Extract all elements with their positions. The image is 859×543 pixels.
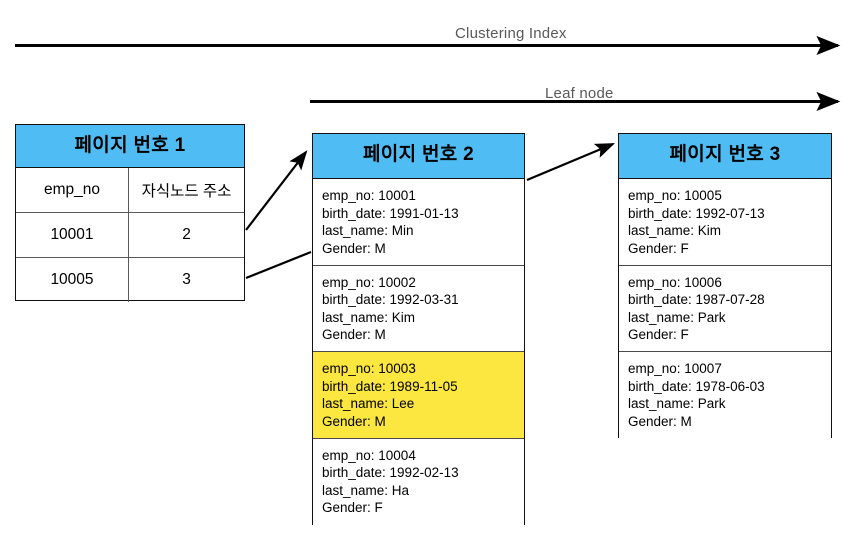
record-last-name: last_name: Park (628, 309, 726, 325)
page-1-header: 페이지 번호 1 (16, 125, 244, 168)
record-row-highlighted[interactable]: emp_no: 10003 birth_date: 1989-11-05 las… (313, 352, 524, 439)
page-3-leaf-node[interactable]: 페이지 번호 3 emp_no: 10005 birth_date: 1992-… (618, 133, 832, 439)
page-3-header: 페이지 번호 3 (619, 134, 831, 179)
record-gender: Gender: F (322, 500, 383, 516)
record-row[interactable]: emp_no: 10002 birth_date: 1992-03-31 las… (313, 265, 524, 352)
cell-emp-no: 10001 (16, 212, 129, 258)
record-birth-date: birth_date: 1989-11-05 (322, 378, 458, 394)
record-row[interactable]: emp_no: 10004 birth_date: 1992-02-13 las… (313, 438, 524, 525)
record-row[interactable]: emp_no: 10007 birth_date: 1978-06-03 las… (619, 352, 831, 439)
index-entry-table: emp_no 자식노드 주소 10001 2 10005 3 (16, 168, 244, 302)
record-row[interactable]: emp_no: 10005 birth_date: 1992-07-13 las… (619, 179, 831, 266)
table-row[interactable]: 10005 3 (16, 257, 244, 302)
record-gender: Gender: M (322, 327, 386, 343)
column-header-child-node-address: 자식노드 주소 (128, 168, 244, 213)
record-last-name: last_name: Min (322, 223, 414, 239)
record-emp-no: emp_no: 10004 (322, 447, 416, 463)
record-emp-no: emp_no: 10002 (322, 274, 416, 290)
pointer-arrow-row1-to-page2 (245, 150, 308, 231)
pointer-arrow-row2-to-page3 (245, 250, 312, 280)
record-emp-no: emp_no: 10006 (628, 274, 722, 290)
record-last-name: last_name: Kim (628, 223, 722, 239)
record-birth-date: birth_date: 1978-06-03 (628, 378, 765, 394)
column-header-emp-no: emp_no (16, 168, 129, 213)
record-emp-no: emp_no: 10007 (628, 361, 722, 376)
cell-emp-no: 10005 (16, 257, 129, 302)
leaf-node-label: Leaf node (545, 85, 614, 102)
page-2-leaf-node[interactable]: 페이지 번호 2 emp_no: 10001 birth_date: 1991-… (312, 133, 525, 525)
record-gender: Gender: M (322, 413, 386, 429)
record-gender: Gender: M (322, 240, 386, 256)
record-gender: Gender: F (628, 327, 689, 343)
cell-child-node-address: 2 (128, 212, 244, 258)
cell-child-node-address: 3 (182, 271, 191, 288)
leaf-chain-arrow-page2-to-page3 (526, 142, 616, 182)
record-last-name: last_name: Ha (322, 482, 410, 498)
table-header-row: emp_no 자식노드 주소 (16, 168, 244, 213)
table-row[interactable]: 10001 2 (16, 212, 244, 258)
record-last-name: last_name: Park (628, 396, 726, 412)
record-birth-date: birth_date: 1992-07-13 (628, 205, 765, 221)
clustering-index-label: Clustering Index (455, 25, 567, 42)
page-2-header: 페이지 번호 2 (313, 134, 524, 179)
record-birth-date: birth_date: 1992-03-31 (322, 292, 459, 308)
record-birth-date: birth_date: 1992-02-13 (322, 465, 459, 481)
record-emp-no: emp_no: 10003 (322, 361, 416, 376)
record-gender: Gender: M (628, 413, 692, 429)
record-emp-no: emp_no: 10001 (322, 188, 416, 203)
record-birth-date: birth_date: 1987-07-28 (628, 292, 765, 308)
record-last-name: last_name: Kim (322, 309, 416, 325)
record-row[interactable]: emp_no: 10006 birth_date: 1987-07-28 las… (619, 265, 831, 352)
record-gender: Gender: F (628, 240, 689, 256)
record-last-name: last_name: Lee (322, 396, 415, 412)
record-row[interactable]: emp_no: 10001 birth_date: 1991-01-13 las… (313, 179, 524, 266)
record-emp-no: emp_no: 10005 (628, 188, 722, 203)
page-1-index-node[interactable]: 페이지 번호 1 emp_no 자식노드 주소 10001 2 10005 3 (15, 124, 245, 302)
record-birth-date: birth_date: 1991-01-13 (322, 205, 459, 221)
